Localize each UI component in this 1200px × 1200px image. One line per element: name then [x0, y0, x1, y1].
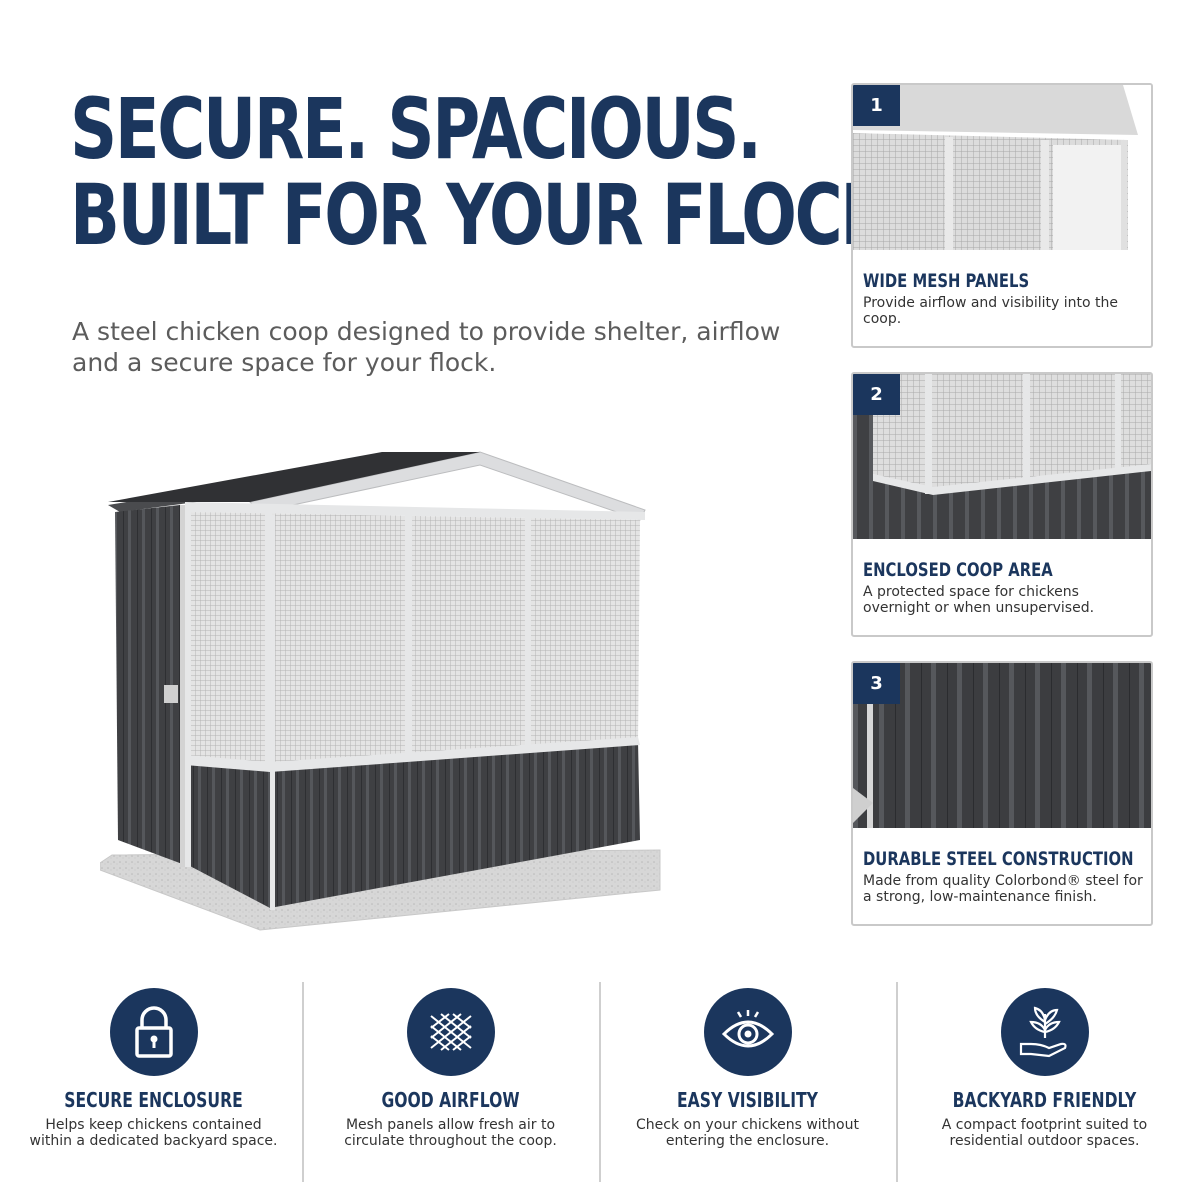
card-description: A protected space for chickens overnight… [863, 584, 1095, 616]
divider [896, 982, 898, 1182]
feature-title: GOOD AIRFLOW [381, 1088, 520, 1112]
mesh-panels-photo [853, 85, 1151, 250]
headline: SECURE. SPACIOUS. BUILT FOR YOUR FLOCK. [70, 80, 914, 264]
card-description: Made from quality Colorbond® steel for a… [863, 873, 1143, 905]
card-description: Provide airflow and visibility into the … [863, 295, 1119, 327]
feature-secure-enclosure: SECURE ENCLOSURE Helps keep chickens con… [5, 988, 302, 1168]
mesh-icon [406, 988, 495, 1076]
front-mesh-panels [188, 512, 640, 765]
headline-line-2: BUILT FOR YOUR FLOCK. [70, 166, 914, 264]
card-number-badge: 1 [853, 85, 900, 126]
card-number-badge: 2 [853, 374, 900, 415]
lock-icon [109, 988, 198, 1076]
steel-wall-photo [853, 663, 1151, 828]
feature-card-1: 1 WIDE MESH PANELS Provide airflow and v… [851, 83, 1153, 348]
feature-backyard-friendly: BACKYARD FRIENDLY A compact footprint su… [896, 988, 1193, 1168]
feature-title: BACKYARD FRIENDLY [952, 1088, 1137, 1112]
feature-title: SECURE ENCLOSURE [64, 1088, 243, 1112]
feature-description: Helps keep chickens contained within a d… [29, 1117, 278, 1149]
divider [599, 982, 601, 1182]
enclosed-coop-photo [853, 374, 1151, 539]
headline-line-1: SECURE. SPACIOUS. [70, 80, 762, 178]
feature-description: Mesh panels allow fresh air to circulate… [344, 1117, 557, 1149]
feature-card-3: 3 DURABLE STEEL CONSTRUCTION Made from q… [851, 661, 1153, 926]
card-title: WIDE MESH PANELS [863, 270, 1030, 292]
chicken-coop-illustration [99, 440, 665, 940]
eye-icon [703, 988, 792, 1076]
feature-description: A compact footprint suited to residentia… [941, 1117, 1148, 1149]
feature-card-2: 2 ENCLOSED COOP AREA A protected space f… [851, 372, 1153, 637]
feature-easy-visibility: EASY VISIBILITY Check on your chickens w… [599, 988, 896, 1168]
divider [302, 982, 304, 1182]
subheading: A steel chicken coop designed to provide… [72, 317, 781, 377]
feature-description: Check on your chickens without entering … [636, 1117, 859, 1149]
card-title: ENCLOSED COOP AREA [863, 559, 1053, 581]
plant-in-hand-icon [1000, 988, 1089, 1076]
feature-good-airflow: GOOD AIRFLOW Mesh panels allow fresh air… [302, 988, 599, 1168]
card-number-badge: 3 [853, 663, 900, 704]
card-title: DURABLE STEEL CONSTRUCTION [863, 848, 1134, 870]
side-wall [115, 505, 185, 865]
front-lower-wall [188, 740, 640, 908]
feature-title: EASY VISIBILITY [676, 1088, 818, 1112]
